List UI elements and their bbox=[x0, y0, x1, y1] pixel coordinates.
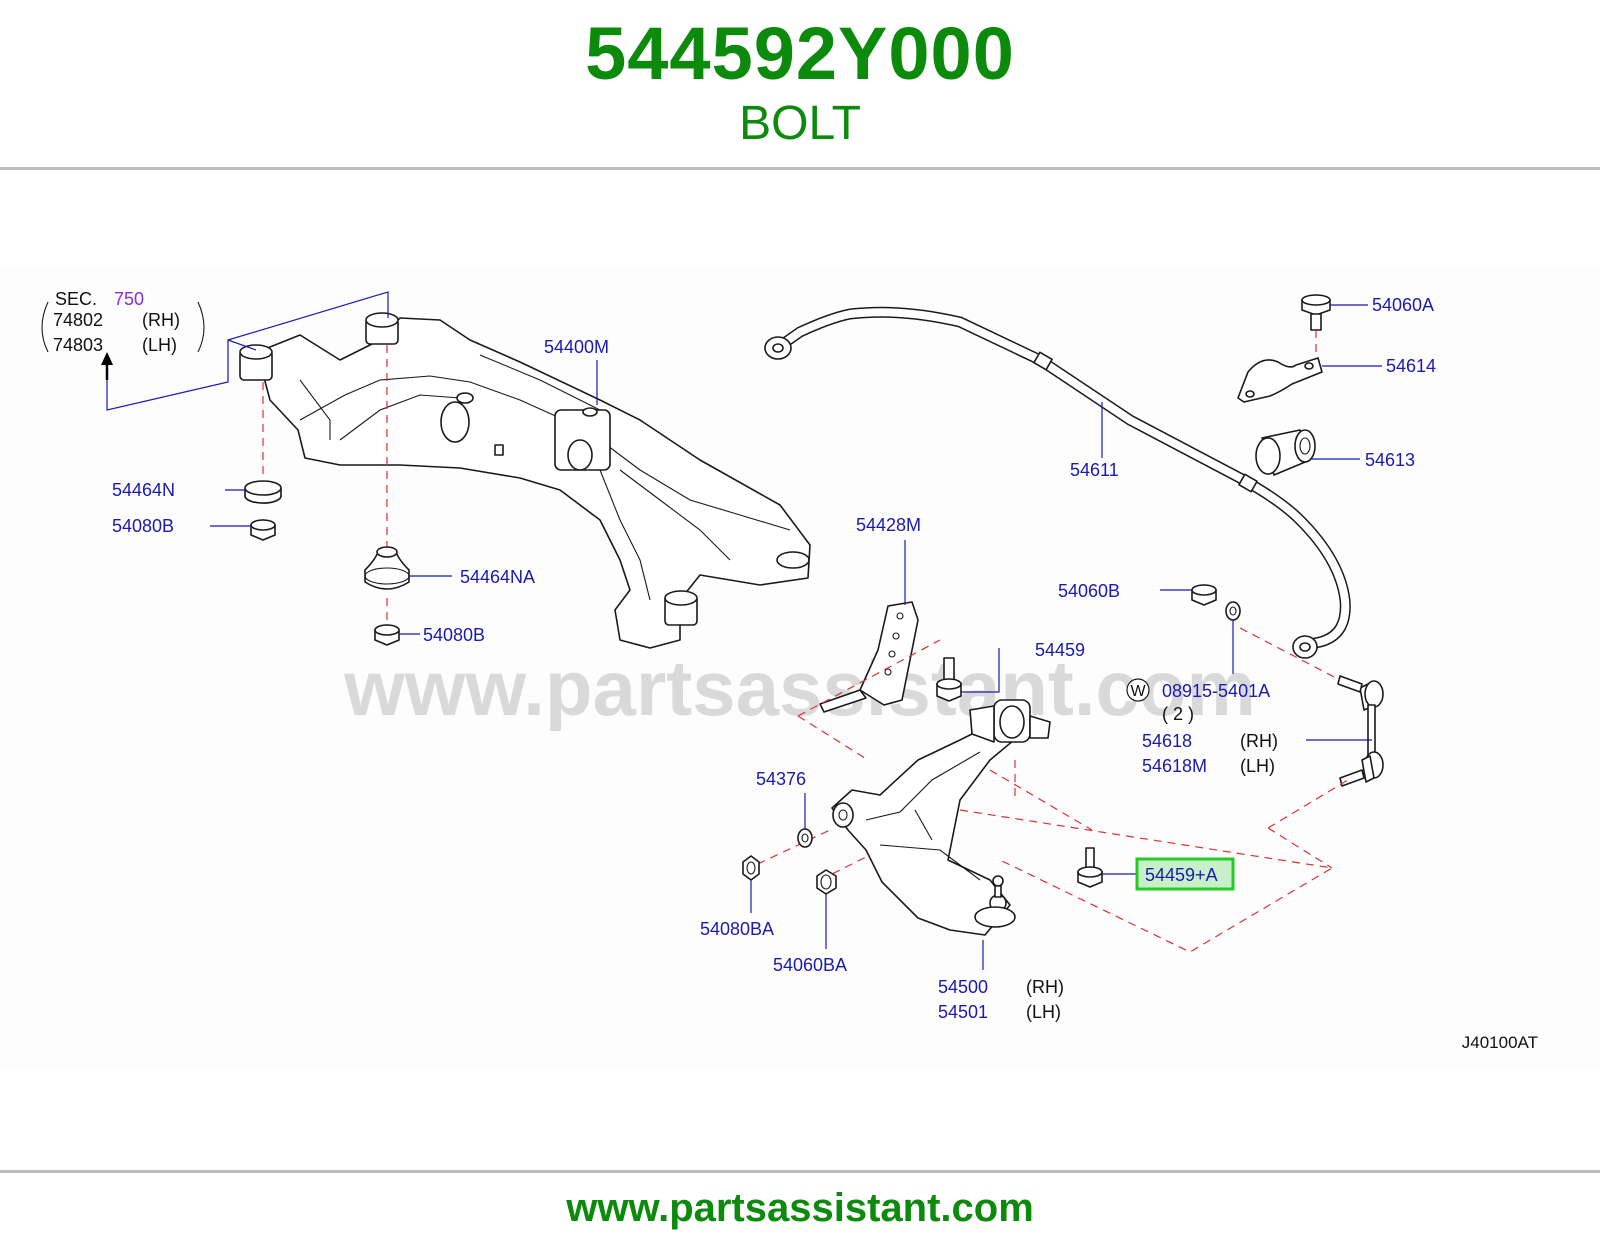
leader-54459 bbox=[961, 648, 1000, 693]
callout-54618[interactable]: 54618 bbox=[1142, 731, 1192, 751]
callout-54613[interactable]: 54613 bbox=[1365, 450, 1415, 470]
bushing-54613-drawing bbox=[1255, 429, 1316, 476]
callout-54060B[interactable]: 54060B bbox=[1058, 581, 1120, 601]
callout-08915-mark: W bbox=[1130, 683, 1146, 700]
bracket-54428M-drawing bbox=[819, 601, 919, 713]
bolt-54459-drawing bbox=[936, 657, 962, 702]
callout-08915-qty: ( 2 ) bbox=[1162, 704, 1194, 724]
watermark-text: www.partsassistant.com bbox=[343, 644, 1256, 732]
w-circle-icon bbox=[1126, 678, 1150, 702]
callout-54060BA[interactable]: 54060BA bbox=[773, 955, 847, 975]
sec-lh-part: 74803 bbox=[53, 335, 103, 355]
subframe-member-drawing bbox=[239, 312, 811, 649]
callout-08915-5401A[interactable]: 08915-5401A bbox=[1162, 681, 1270, 701]
sec-label: SEC. bbox=[55, 289, 97, 309]
callout-54060A[interactable]: 54060A bbox=[1372, 295, 1434, 315]
callout-54618M[interactable]: 54618M bbox=[1142, 756, 1207, 776]
nut-54080BA-drawing bbox=[742, 855, 760, 881]
highlight-box-54459A[interactable] bbox=[1135, 857, 1235, 891]
sec-number: 750 bbox=[114, 289, 144, 309]
clamp-54614-drawing bbox=[1237, 357, 1323, 403]
bolt-54060A-drawing bbox=[1301, 294, 1331, 355]
nut-54060B-drawing bbox=[1191, 584, 1241, 621]
callout-54400M[interactable]: 54400M bbox=[544, 337, 609, 357]
sec-rh-side: (RH) bbox=[142, 310, 180, 330]
sec-lh-side: (LH) bbox=[142, 335, 177, 355]
callout-54464NA[interactable]: 54464NA bbox=[460, 567, 535, 587]
assembly-dash-lines bbox=[744, 627, 1349, 953]
diagram-canvas bbox=[0, 270, 1600, 1070]
arrow-up-icon bbox=[101, 352, 113, 365]
part-name-subtitle: BOLT bbox=[739, 97, 861, 150]
page-header: 544592Y000 BOLT bbox=[0, 0, 1600, 168]
callout-54618-side: (RH) bbox=[1240, 731, 1278, 751]
sec-750-reference: SEC. 750 74802 (RH) 74803 (LH) bbox=[41, 289, 389, 411]
callout-54464N[interactable]: 54464N bbox=[112, 480, 175, 500]
callout-54614[interactable]: 54614 bbox=[1386, 356, 1436, 376]
callout-54080B-upper[interactable]: 54080B bbox=[112, 516, 174, 536]
callout-54500-side: (RH) bbox=[1026, 977, 1064, 997]
callout-54500[interactable]: 54500 bbox=[938, 977, 988, 997]
callout-54501[interactable]: 54501 bbox=[938, 1002, 988, 1022]
footer-divider bbox=[0, 1170, 1600, 1173]
callout-54459A[interactable]: 54459+A bbox=[1145, 865, 1218, 885]
nut-54060BA-drawing bbox=[816, 869, 837, 895]
callout-54080BA[interactable]: 54080BA bbox=[700, 919, 774, 939]
stabilizer-bar-drawing bbox=[764, 306, 1351, 659]
header-divider bbox=[0, 167, 1600, 170]
link-54618-drawing bbox=[1337, 675, 1384, 787]
callout-54459[interactable]: 54459 bbox=[1035, 640, 1085, 660]
sec-rh-part: 74802 bbox=[53, 310, 103, 330]
lower-arm-54500-drawing bbox=[831, 699, 1051, 936]
washer-54376-drawing bbox=[797, 828, 813, 848]
callout-54618M-side: (LH) bbox=[1240, 756, 1275, 776]
callout-54428M[interactable]: 54428M bbox=[856, 515, 921, 535]
part-number-title: 544592Y000 bbox=[585, 12, 1015, 95]
bolt-54459A-drawing bbox=[1077, 847, 1103, 888]
callout-54376[interactable]: 54376 bbox=[756, 769, 806, 789]
callout-54501-side: (LH) bbox=[1026, 1002, 1061, 1022]
callout-54080B-lower[interactable]: 54080B bbox=[423, 625, 485, 645]
footer-url[interactable]: www.partsassistant.com bbox=[566, 1186, 1034, 1230]
diagram-code: J40100AT bbox=[1462, 1033, 1538, 1052]
subframe-hardware bbox=[244, 345, 410, 646]
callout-54611[interactable]: 54611 bbox=[1070, 460, 1119, 480]
